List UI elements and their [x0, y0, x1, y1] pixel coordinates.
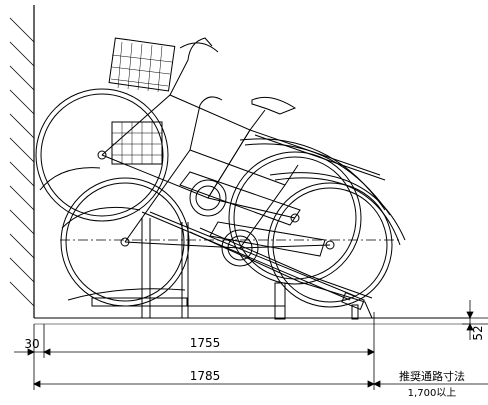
rack-length-label: 1755: [190, 336, 221, 350]
upper-bicycle: [35, 37, 391, 285]
height-label: 52: [471, 325, 485, 340]
aisle-label: 推奨通路寸法: [399, 369, 465, 383]
wall-offset-label: 30: [24, 337, 39, 351]
wall: [9, 5, 35, 318]
floor-line: [34, 317, 470, 325]
rack-frame: [60, 211, 400, 320]
total-length-label: 1785: [190, 369, 221, 383]
aisle-value: 1,700以上: [408, 387, 457, 399]
dimension-lines: [14, 300, 488, 390]
lower-bicycle: [39, 96, 406, 308]
